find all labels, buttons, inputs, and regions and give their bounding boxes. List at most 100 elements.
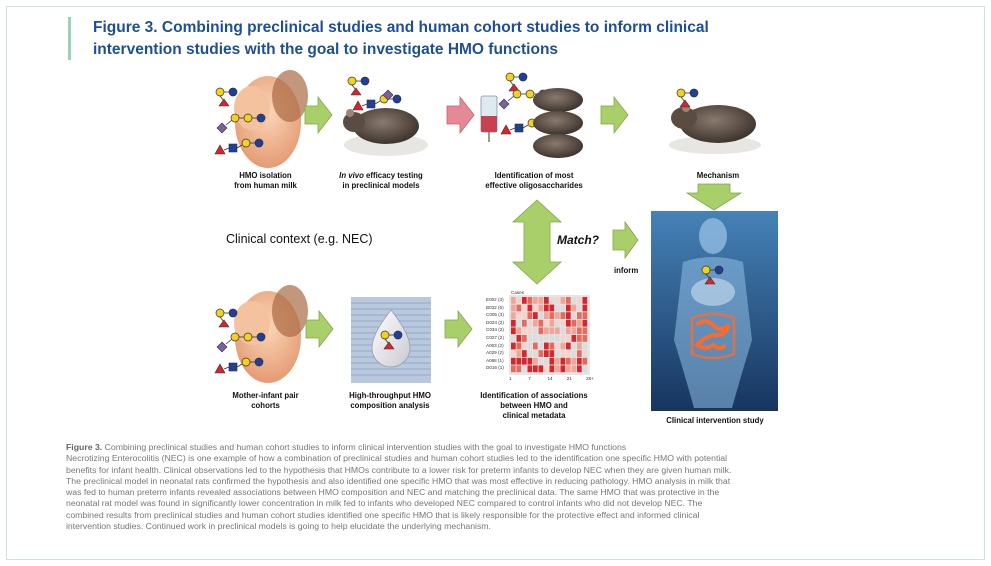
heatmap-cell bbox=[539, 320, 544, 327]
heatmap-cell bbox=[577, 320, 582, 327]
heatmap-cell bbox=[528, 365, 533, 372]
arrow-right-icon bbox=[306, 311, 333, 347]
heatmap-cell bbox=[511, 335, 516, 342]
inform-arrow-icon bbox=[613, 222, 638, 258]
heatmap-cell bbox=[550, 365, 555, 372]
caption-heading-text: Combining preclinical studies and human … bbox=[102, 442, 626, 452]
heatmap-cell bbox=[544, 327, 549, 334]
heatmap-cell bbox=[555, 305, 560, 312]
label-line: composition analysis bbox=[350, 401, 429, 410]
heatmap-row-label: C034 (2) bbox=[486, 327, 504, 332]
heatmap-cell bbox=[517, 305, 522, 312]
heatmap-x-tick: 21 bbox=[567, 376, 572, 381]
heatmap-cell bbox=[583, 350, 588, 357]
arrow-down-icon bbox=[687, 184, 741, 210]
heatmap-cell bbox=[517, 343, 522, 350]
heatmap-cell bbox=[522, 350, 527, 357]
heatmap-cell bbox=[577, 312, 582, 319]
heatmap-cell bbox=[544, 312, 549, 319]
heatmap-cell bbox=[517, 320, 522, 327]
heatmap-cell bbox=[539, 305, 544, 312]
heatmap-cell bbox=[566, 305, 571, 312]
heatmap-x-tick: 7 bbox=[528, 376, 531, 381]
caption-line: neonatal rat model was found in signific… bbox=[66, 498, 926, 509]
heatmap-cell bbox=[583, 297, 588, 304]
heatmap-cell bbox=[522, 327, 527, 334]
heatmap-cell bbox=[528, 327, 533, 334]
heatmap-cell bbox=[511, 343, 516, 350]
heatmap-cell bbox=[528, 305, 533, 312]
label-line: Identification of most bbox=[495, 171, 574, 180]
heatmap-cell bbox=[522, 297, 527, 304]
heatmap-cell bbox=[522, 320, 527, 327]
heatmap-cell bbox=[572, 365, 577, 372]
heatmap-cell bbox=[517, 358, 522, 365]
mother-infant-illustration bbox=[215, 285, 308, 383]
heatmap-cell bbox=[550, 297, 555, 304]
label-line: cohorts bbox=[251, 401, 280, 410]
heatmap-cell bbox=[544, 297, 549, 304]
heatmap-cell bbox=[572, 297, 577, 304]
heatmap-cell bbox=[583, 327, 588, 334]
heatmap-cell bbox=[544, 305, 549, 312]
label-clinical-intervention: Clinical intervention study bbox=[650, 416, 780, 426]
heatmap-cell bbox=[550, 305, 555, 312]
heatmap-header: Cases bbox=[511, 290, 524, 295]
heatmap-cell bbox=[550, 312, 555, 319]
heatmap-cell bbox=[561, 358, 566, 365]
heatmap-cell bbox=[572, 305, 577, 312]
heatmap-cell bbox=[566, 320, 571, 327]
heatmap-cell bbox=[544, 335, 549, 342]
heatmap-cell bbox=[566, 335, 571, 342]
heatmap-cell bbox=[511, 312, 516, 319]
heatmap-cell bbox=[555, 312, 560, 319]
heatmap-cell bbox=[550, 320, 555, 327]
label-line: High-throughput HMO bbox=[349, 391, 431, 400]
arrow-right-icon bbox=[445, 311, 472, 347]
label-hmo-composition: High-throughput HMO composition analysis bbox=[340, 391, 440, 411]
heatmap-cell bbox=[533, 365, 538, 372]
heatmap-cell bbox=[561, 335, 566, 342]
heatmap-cell bbox=[577, 365, 582, 372]
caption-line: was fed to human preterm infants reveale… bbox=[66, 487, 926, 498]
heatmap-cell bbox=[583, 343, 588, 350]
heatmap-cell bbox=[583, 320, 588, 327]
heatmap-cell bbox=[511, 365, 516, 372]
match-double-arrow-icon bbox=[513, 200, 561, 284]
association-heatmap bbox=[509, 295, 590, 375]
heatmap-cell bbox=[517, 335, 522, 342]
heatmap-cell bbox=[528, 343, 533, 350]
inform-label: inform bbox=[614, 266, 638, 275]
heatmap-cell bbox=[533, 335, 538, 342]
heatmap-row-label: D024 (2) bbox=[486, 320, 504, 325]
heatmap-cell bbox=[539, 350, 544, 357]
label-em: In vivo bbox=[339, 171, 364, 180]
caption-line: intervention studies. Continued work in … bbox=[66, 521, 926, 532]
heatmap-cell bbox=[566, 312, 571, 319]
heatmap-cell bbox=[572, 335, 577, 342]
label-line: from human milk bbox=[234, 181, 297, 190]
heatmap-cell bbox=[561, 327, 566, 334]
heatmap-cell bbox=[511, 358, 516, 365]
heatmap-x-tick: 28+ bbox=[586, 376, 594, 381]
heatmap-cell bbox=[566, 358, 571, 365]
label-line: in preclinical models bbox=[342, 181, 419, 190]
heatmap-cell bbox=[566, 350, 571, 357]
heatmap-cell bbox=[583, 305, 588, 312]
heatmap-cell bbox=[533, 350, 538, 357]
heatmap-cell bbox=[577, 350, 582, 357]
heatmap-cell bbox=[561, 297, 566, 304]
caption-line: combined results from preclinical studie… bbox=[66, 510, 926, 521]
label-line: Mother-infant pair bbox=[232, 391, 298, 400]
heatmap-cell bbox=[583, 358, 588, 365]
heatmap-cell bbox=[583, 312, 588, 319]
label-mechanism: Mechanism bbox=[683, 171, 753, 181]
caption-line: benefits for infant health. Clinical obs… bbox=[66, 465, 926, 476]
match-label: Match? bbox=[557, 233, 599, 247]
heatmap-cell bbox=[577, 327, 582, 334]
heatmap-cell bbox=[555, 350, 560, 357]
heatmap-cell bbox=[577, 335, 582, 342]
heatmap-cell bbox=[528, 335, 533, 342]
label-line: Clinical intervention study bbox=[666, 416, 763, 425]
heatmap-cell bbox=[533, 343, 538, 350]
